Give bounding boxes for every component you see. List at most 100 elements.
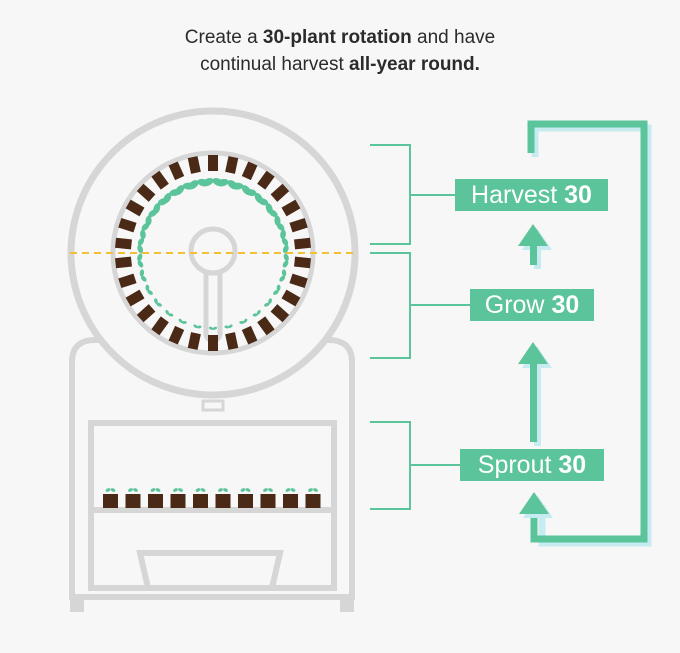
wheel-pod — [257, 316, 275, 336]
tray-sprout — [240, 488, 246, 492]
wheel-pod — [115, 237, 132, 250]
tray-sprout — [313, 488, 318, 492]
wheel-pod — [125, 199, 145, 217]
headline-line1-prefix: Create a — [184, 27, 263, 48]
wheel-leaf — [231, 182, 244, 190]
stage-grow-count: 30 — [551, 291, 580, 319]
tray-sprout — [133, 488, 138, 492]
bracket-harvest — [370, 144, 455, 245]
wheel-leaf — [154, 298, 158, 304]
bracket-grow — [370, 252, 470, 359]
tray-pods — [103, 488, 321, 508]
wheel-leaf — [281, 269, 287, 277]
wheel-leaf — [273, 290, 279, 295]
tray-pod — [193, 494, 208, 508]
wheel-leaf — [188, 180, 199, 190]
tray-sprout — [155, 488, 161, 492]
wheel-leaf — [147, 290, 153, 295]
wheel-pod — [208, 335, 218, 351]
wheel-pod — [257, 170, 275, 190]
foot-left — [70, 600, 84, 612]
wheel-leaf — [202, 178, 214, 187]
headline-line2-bold: all-year round. — [349, 54, 480, 75]
wheel-leaf — [283, 253, 289, 262]
wheel-leaf — [137, 244, 144, 254]
wheel-pod — [208, 155, 218, 171]
wheel-leaf — [168, 313, 174, 317]
headline-line1-bold: 30-plant rotation — [262, 27, 412, 48]
wheel-leaf — [181, 321, 187, 324]
tray-pod — [215, 494, 231, 508]
stage-harvest: Harvest 30 — [455, 179, 608, 211]
wheel-pod — [225, 156, 239, 174]
wheel-leaf — [282, 260, 289, 268]
wheel-leaf — [276, 222, 285, 231]
wheel-leaf — [268, 298, 272, 304]
wheel-pod — [187, 156, 201, 174]
wheel-leaf — [212, 326, 218, 330]
loop-line — [527, 120, 648, 543]
wheel-pod — [289, 273, 308, 289]
headline-line-1: Create a 30-plant rotation and have — [0, 24, 680, 51]
tray-pod — [148, 494, 163, 508]
wheel-pod — [281, 289, 301, 307]
stage-sprout-label: Sprout — [477, 451, 552, 479]
tray-sprout — [178, 488, 183, 492]
sensor-nub — [201, 399, 225, 412]
wheel-leaf — [139, 269, 145, 277]
tray-sprout — [195, 488, 201, 492]
wheel-leaf — [140, 275, 147, 282]
wheel-pod — [168, 325, 185, 345]
wheel-pod — [151, 170, 169, 190]
tray-sprout — [150, 488, 156, 492]
wheel-leaf — [145, 284, 150, 291]
wheel-leaf — [264, 302, 270, 307]
tray-sprout — [105, 488, 111, 492]
wheel-leaf — [282, 244, 289, 254]
wheel-pod — [241, 325, 258, 345]
headline-line2-prefix: continual harvest — [200, 54, 349, 75]
tray-sprout — [223, 488, 228, 492]
stage-sprout-count: 30 — [558, 451, 587, 479]
wheel-leaf — [245, 189, 257, 197]
tray-pod — [283, 494, 298, 508]
tray-pod — [260, 494, 276, 508]
bracket-sprout — [370, 421, 460, 510]
tray-sprout — [263, 488, 268, 492]
arrow-sprout-to-grow — [518, 342, 552, 446]
wheel-pod — [136, 183, 156, 202]
tray-pod — [103, 494, 118, 508]
wheel-leaf — [145, 215, 152, 226]
wheel-pod — [125, 289, 145, 307]
tray-pod — [305, 494, 321, 508]
wheel-leaf — [268, 209, 278, 218]
tray-sprout — [268, 488, 273, 492]
stage-grow-label: Grow — [484, 291, 545, 319]
tray-sprout — [173, 488, 178, 492]
wheel-pod — [118, 273, 137, 289]
wheel-pod — [270, 183, 290, 202]
wheel-leaf — [279, 275, 286, 282]
wheel-leaf — [216, 178, 229, 187]
wheel-leaf — [256, 309, 261, 315]
wheel-leaf — [137, 260, 144, 268]
wheel-leaf — [258, 198, 269, 206]
wheel-pod — [225, 332, 239, 350]
stage-harvest-label: Harvest — [471, 181, 558, 209]
tray-sprout — [285, 488, 291, 492]
headline-line1-suffix: and have — [411, 27, 496, 48]
wheel-leaf — [193, 324, 198, 328]
brackets — [370, 144, 470, 510]
headline: Create a 30-plant rotation and have cont… — [0, 24, 680, 78]
wheel-pod — [281, 199, 301, 217]
wheel-leaf — [178, 318, 183, 323]
wheel-pod — [294, 256, 311, 269]
tray-sprout — [308, 488, 313, 492]
wheel-pod — [270, 304, 290, 323]
wheel-leaf — [137, 253, 143, 262]
wheel-leaf — [165, 309, 170, 315]
wheel-leaf — [224, 325, 230, 329]
wheel-pod — [289, 217, 308, 233]
foot-right — [340, 600, 354, 612]
